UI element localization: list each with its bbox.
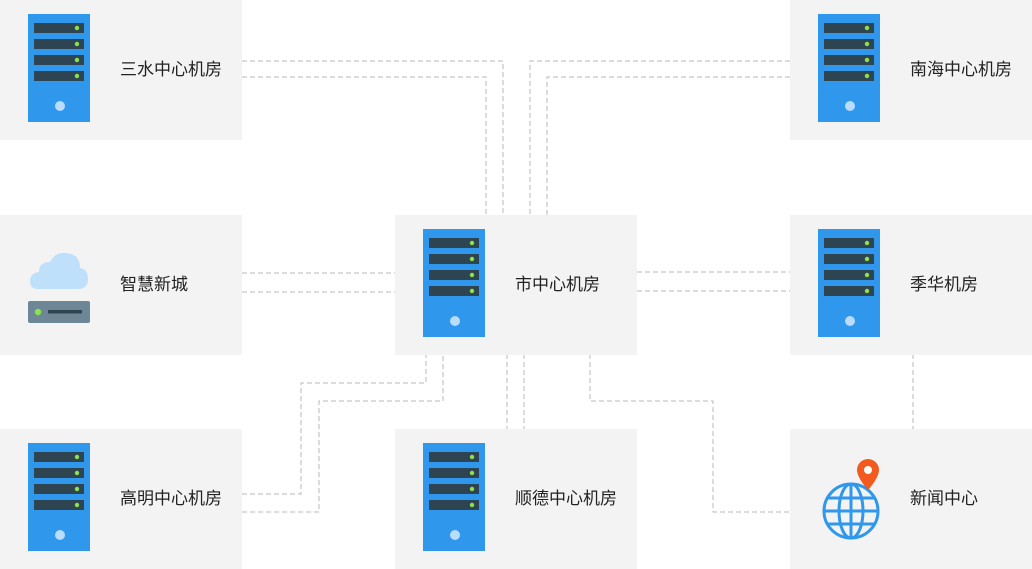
node-label: 三水中心机房 bbox=[120, 60, 222, 80]
server-icon bbox=[28, 14, 90, 122]
connector-nanhai-city-2 bbox=[546, 76, 790, 216]
connector-gaoming-city-2 bbox=[242, 354, 444, 513]
server-icon bbox=[818, 14, 880, 122]
connector-news-city bbox=[589, 354, 790, 513]
server-icon bbox=[818, 229, 880, 337]
server-icon bbox=[423, 229, 485, 337]
node-city[interactable]: 市中心机房 bbox=[395, 215, 637, 355]
server-icon bbox=[423, 443, 485, 551]
node-label: 高明中心机房 bbox=[120, 489, 222, 509]
connector-nanhai-city-1 bbox=[529, 60, 790, 216]
node-shunde[interactable]: 顺德中心机房 bbox=[395, 429, 637, 569]
connector-sanshui-city-2 bbox=[242, 76, 487, 216]
cloud-device-icon bbox=[28, 252, 90, 323]
globe-pin-icon bbox=[822, 459, 880, 540]
node-sanshui[interactable]: 三水中心机房 bbox=[0, 0, 242, 140]
node-news[interactable]: 新闻中心 bbox=[790, 429, 1032, 569]
node-jihua[interactable]: 季华机房 bbox=[790, 215, 1032, 355]
connector-sanshui-city-1 bbox=[242, 60, 504, 216]
node-label: 南海中心机房 bbox=[910, 60, 1012, 80]
node-zhihui[interactable]: 智慧新城 bbox=[0, 215, 242, 355]
node-gaoming[interactable]: 高明中心机房 bbox=[0, 429, 242, 569]
server-icon bbox=[28, 443, 90, 551]
connector-gaoming-city-1 bbox=[242, 354, 427, 495]
node-label: 顺德中心机房 bbox=[515, 489, 617, 509]
node-label: 市中心机房 bbox=[515, 275, 600, 295]
node-label: 新闻中心 bbox=[910, 489, 978, 509]
node-label: 季华机房 bbox=[910, 275, 978, 295]
node-label: 智慧新城 bbox=[120, 275, 188, 295]
node-nanhai[interactable]: 南海中心机房 bbox=[790, 0, 1032, 140]
